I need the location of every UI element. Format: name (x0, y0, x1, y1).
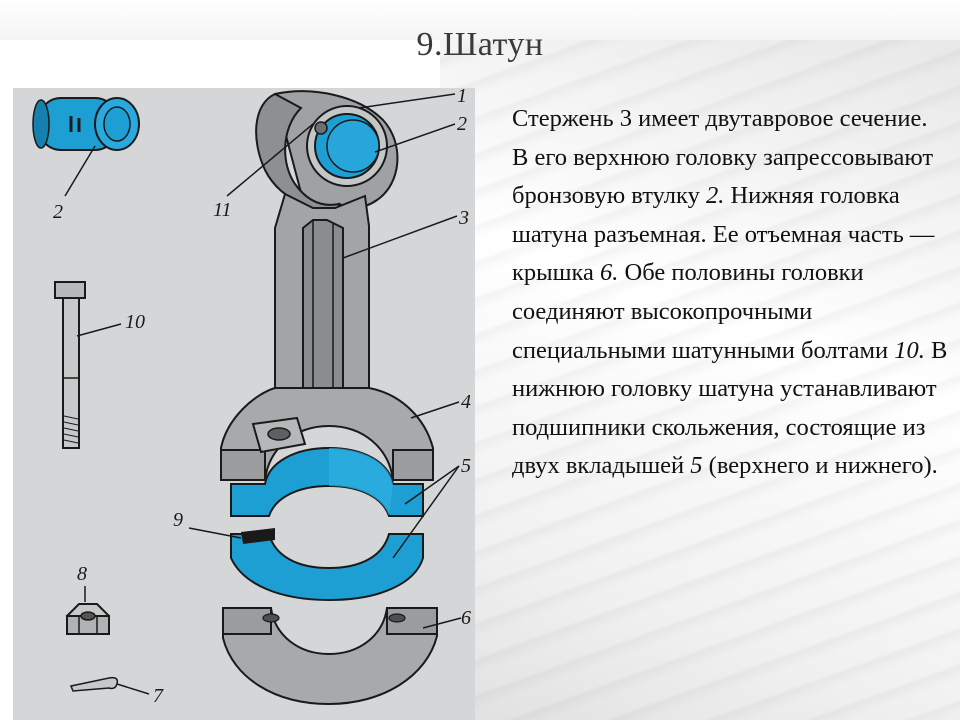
label-4: 4 (461, 391, 471, 413)
label-2-bushing: 2 (53, 201, 63, 223)
label-10-bolt: 10 (125, 311, 145, 333)
label-3-shank: 3 (458, 207, 469, 229)
top-band (0, 0, 960, 40)
text-seg-2: Нижняя головка шатуна разъемная. Ее отъе… (512, 182, 935, 287)
cotter-pin-part (69, 676, 119, 692)
bushing-part (32, 97, 140, 151)
slide-title: 9.Шатун (416, 26, 544, 63)
label-2-rod: 2 (457, 113, 467, 135)
description-text: Стержень 3 имеет двутавровое сечение. В … (512, 100, 948, 486)
label-8-nut: 8 (77, 563, 87, 585)
ref-part-6: 6. (600, 259, 619, 287)
ref-part-5: 5 (690, 452, 703, 480)
label-5-bearing-shells: 5 (461, 455, 471, 477)
text-seg-3: Обе половины головки соединяют высокопро… (512, 259, 895, 364)
description-paragraph: Стержень 3 имеет двутавровое сечение. В … (512, 100, 948, 486)
connecting-rod-diagram: 2 10 8 7 (13, 88, 475, 720)
nut-part (65, 603, 111, 635)
label-11: 11 (213, 199, 232, 221)
label-6-cap: 6 (461, 607, 471, 629)
ref-part-10: 10. (894, 336, 925, 364)
text-seg-1: Стержень 3 имеет двутавровое сечение. В … (512, 105, 934, 210)
text-seg-5: (верхнего и нижнего). (702, 452, 938, 480)
label-9: 9 (173, 509, 183, 531)
label-7-cotter-pin: 7 (153, 685, 164, 707)
connecting-rod-body (220, 90, 438, 706)
ref-part-2: 2. (705, 182, 725, 210)
bolt-part (54, 281, 86, 449)
label-1: 1 (457, 88, 467, 107)
text-seg-4: В нижнюю головку шатуна устанавливают по… (512, 336, 948, 480)
